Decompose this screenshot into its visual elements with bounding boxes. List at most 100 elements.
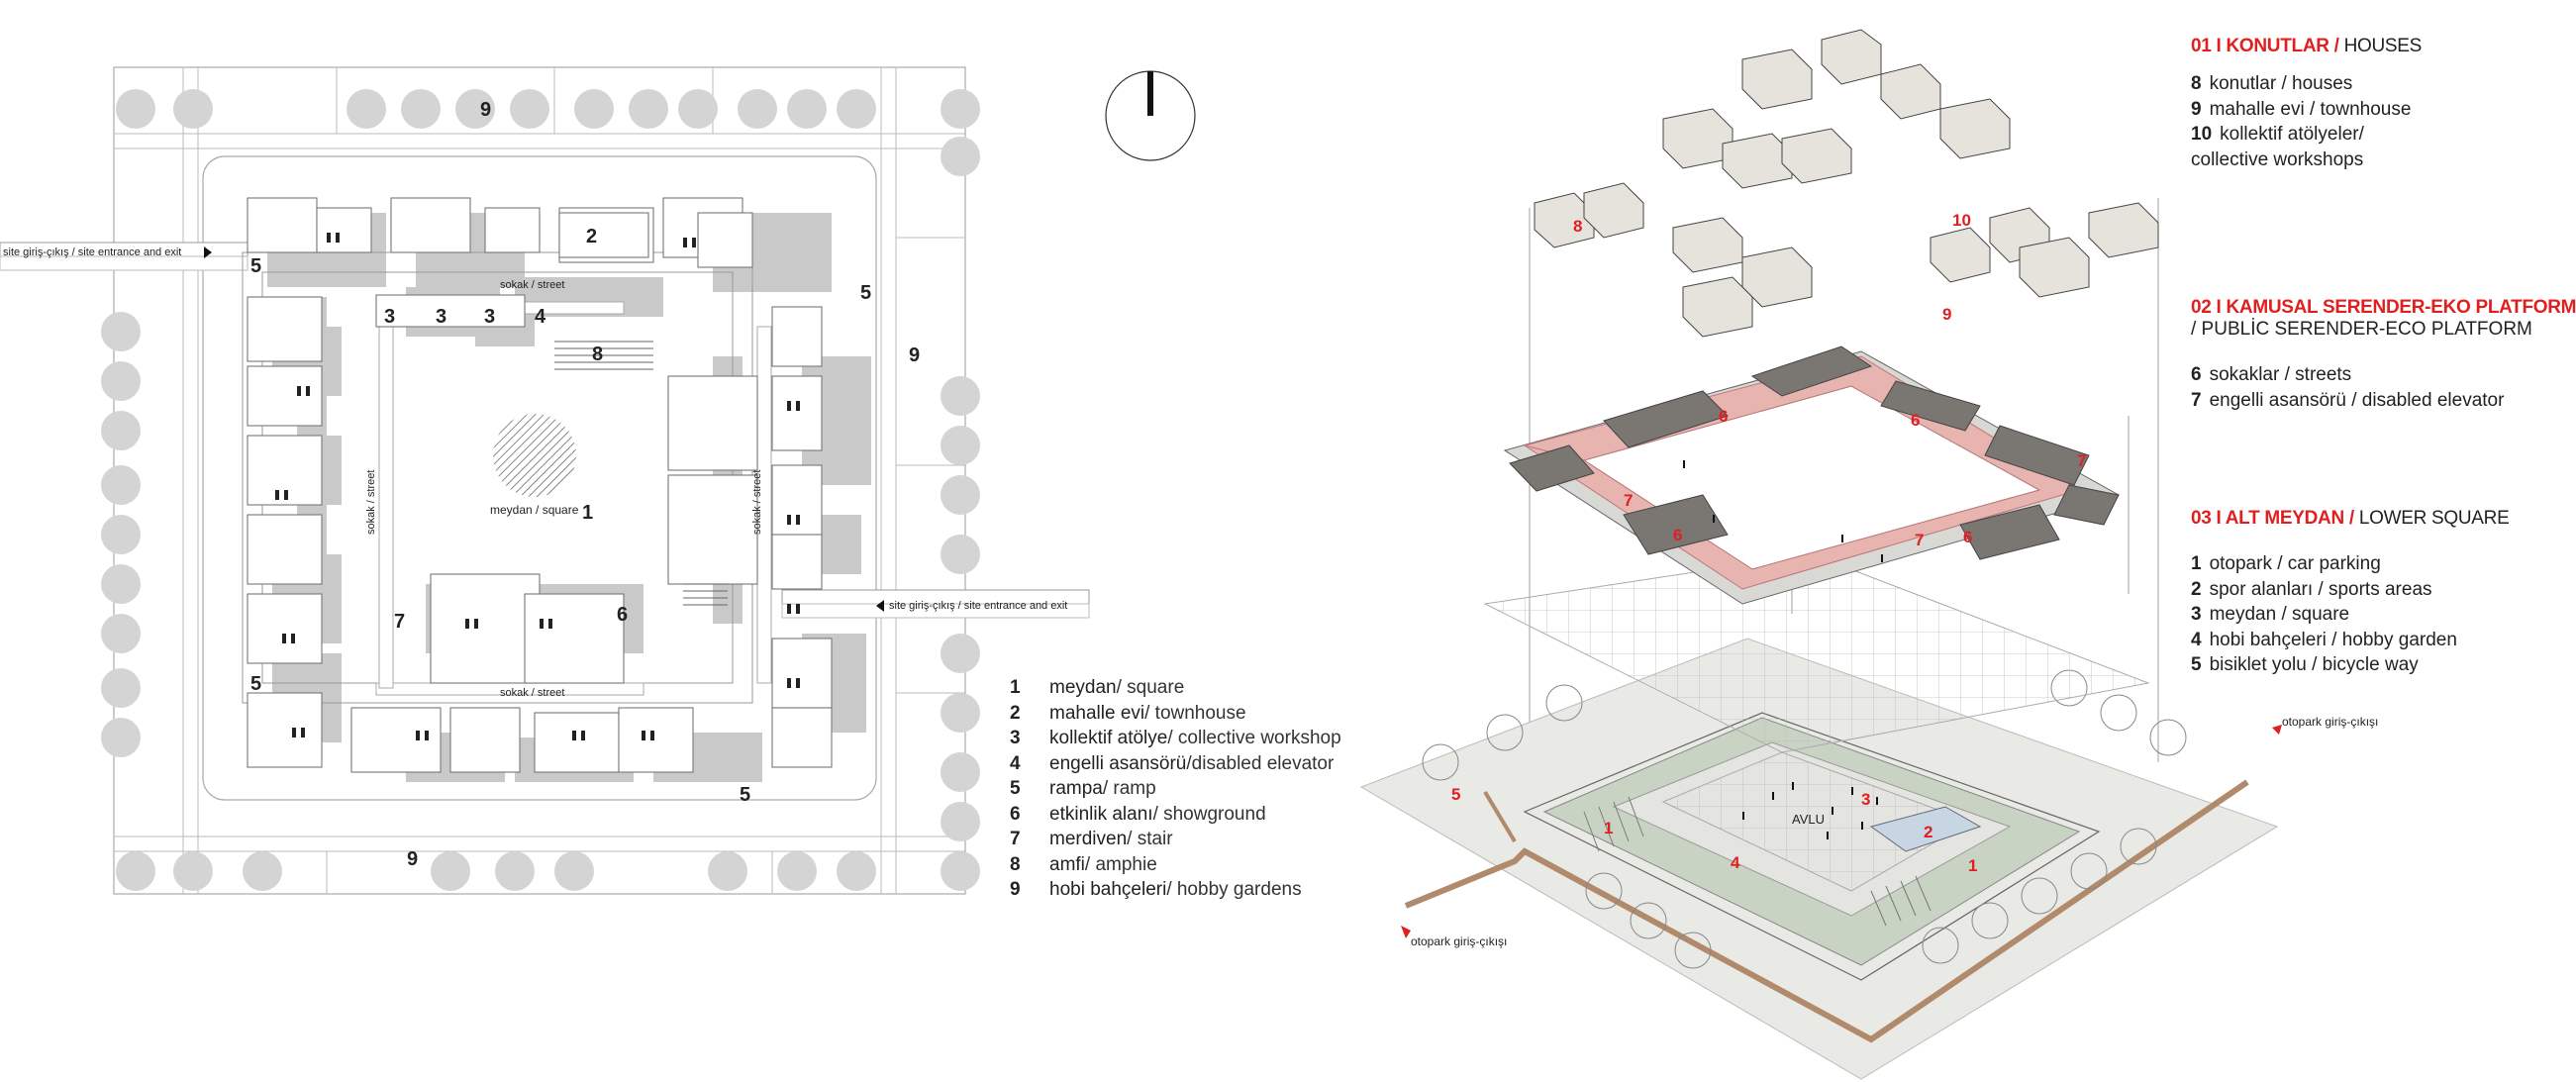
parking-arrow-icon [2272, 725, 2282, 735]
legend-en: /disabled elevator [1186, 752, 1335, 774]
legend-num: 4 [1010, 752, 1021, 774]
item-num: 4 [2191, 629, 2202, 650]
item-text: collective workshops [2191, 148, 2364, 170]
plan-num-5: 5 [860, 282, 871, 304]
section-title-tr: 03 I ALT MEYDAN / [2191, 508, 2354, 529]
legend-item: 3 kollektif atölye / collective workshop [1010, 726, 1341, 751]
item-num: 7 [2191, 389, 2202, 411]
legend-en: / amphie [1084, 853, 1157, 875]
windows [275, 233, 800, 740]
legend-tr: amfi [1049, 853, 1085, 875]
legend-num: 1 [1010, 677, 1021, 698]
legend-num: 3 [1010, 728, 1021, 748]
item-text: otopark / car parking [2209, 553, 2381, 574]
item-text: hobi bahçeleri / hobby garden [2209, 629, 2457, 650]
section-item: 6 sokaklar / streets [2191, 362, 2576, 388]
legend-num: 2 [1010, 702, 1021, 724]
site-entrance-label: site giriş-çıkış / site entrance and exi… [889, 600, 1067, 612]
item-num: 1 [2191, 553, 2202, 574]
item-text: spor alanları / sports areas [2209, 578, 2432, 600]
section-subtitle: / PUBLİC SERENDER-ECO PLATFORM [2191, 319, 2532, 340]
parking-stripes [1583, 796, 1932, 927]
plan-num-3: 3 [484, 306, 495, 328]
plan-num-9: 9 [480, 99, 491, 121]
section-item: 1 otopark / car parking [2191, 551, 2509, 577]
item-text: engelli asansörü / disabled elevator [2209, 389, 2505, 411]
axon-num-1: 1 [1968, 856, 1977, 875]
legend-en: / stair [1127, 829, 1173, 849]
axon-num-7: 7 [2077, 451, 2086, 470]
houses [1534, 29, 2159, 338]
axon-trees [1422, 669, 2187, 969]
axon-num-6: 6 [1673, 526, 1682, 544]
courtyard-label: AVLU [1792, 812, 1825, 827]
legend-tr: engelli asansörü [1049, 752, 1187, 774]
entrance-arrow-icon [204, 246, 212, 258]
site-entrance-label: site giriş-çıkış / site entrance and exi… [3, 246, 181, 258]
plan-num-5: 5 [250, 255, 261, 277]
legend-tr: etkinlik alanı [1049, 803, 1153, 825]
plan-num-5: 5 [740, 784, 750, 806]
section-platform: 02 I KAMUSAL SERENDER-EKO PLATFORM / PUB… [2191, 297, 2576, 413]
entrance-arrow-icon [876, 600, 884, 612]
parking-arrow-icon [1401, 926, 1411, 938]
section-title-en: HOUSES [2338, 36, 2423, 56]
street-label: sokak / street [751, 470, 763, 535]
section-item: 10 kollektif atölyeler/ [2191, 122, 2422, 148]
section-items: 6 sokaklar / streets 7 engelli asansörü / … [2191, 362, 2576, 413]
plan-num-2: 2 [586, 226, 597, 247]
plan-num-3: 3 [384, 306, 395, 328]
item-num: 6 [2191, 364, 2202, 385]
section-item: 8 konutlar / houses [2191, 71, 2422, 97]
item-text: konutlar / houses [2209, 73, 2353, 94]
legend-en: / collective workshop [1167, 728, 1341, 748]
axon-num-6: 6 [1719, 407, 1728, 426]
plan-num-6: 6 [617, 604, 628, 626]
item-num: 10 [2191, 124, 2213, 145]
legend-en: / townhouse [1144, 702, 1246, 724]
parking-entrance-label: otopark giriş-çıkışı [1411, 934, 1507, 948]
item-num: 8 [2191, 73, 2202, 94]
section-item: 7 engelli asansörü / disabled elevator [2191, 388, 2576, 414]
item-text: kollektif atölyeler/ [2220, 124, 2364, 145]
legend-tr: hobi bahçeleri [1049, 879, 1167, 900]
axon-num-1: 1 [1604, 819, 1613, 837]
axon-num-7: 7 [1915, 531, 1924, 549]
plan-num-7: 7 [394, 611, 405, 633]
axon-num-10: 10 [1952, 211, 1971, 230]
legend-num: 7 [1010, 829, 1021, 849]
axon-num-4: 4 [1731, 853, 1740, 872]
axon-num-6: 6 [1911, 411, 1920, 430]
item-text: sokaklar / streets [2209, 364, 2352, 385]
section-title: 02 I KAMUSAL SERENDER-EKO PLATFORM [2191, 297, 2576, 318]
legend-en: / square [1116, 677, 1185, 698]
plan-num-3: 3 [436, 306, 446, 328]
square-hatch-circle [493, 414, 576, 497]
bicycle-path [1404, 779, 2249, 1043]
axon-num-2: 2 [1924, 823, 1932, 841]
amphitheater-steps [554, 341, 728, 606]
street-label: sokak / street [365, 470, 377, 535]
legend-en: / showground [1152, 803, 1266, 825]
buildings [247, 197, 833, 773]
legend-num: 9 [1010, 879, 1021, 900]
section-item: collective workshops [2191, 148, 2422, 173]
square-label: meydan / square [490, 503, 579, 517]
legend-num: 6 [1010, 803, 1021, 825]
axon-num-9: 9 [1942, 305, 1951, 324]
legend-tr: kollektif atölye [1049, 728, 1168, 748]
plan-num-5: 5 [250, 673, 261, 695]
